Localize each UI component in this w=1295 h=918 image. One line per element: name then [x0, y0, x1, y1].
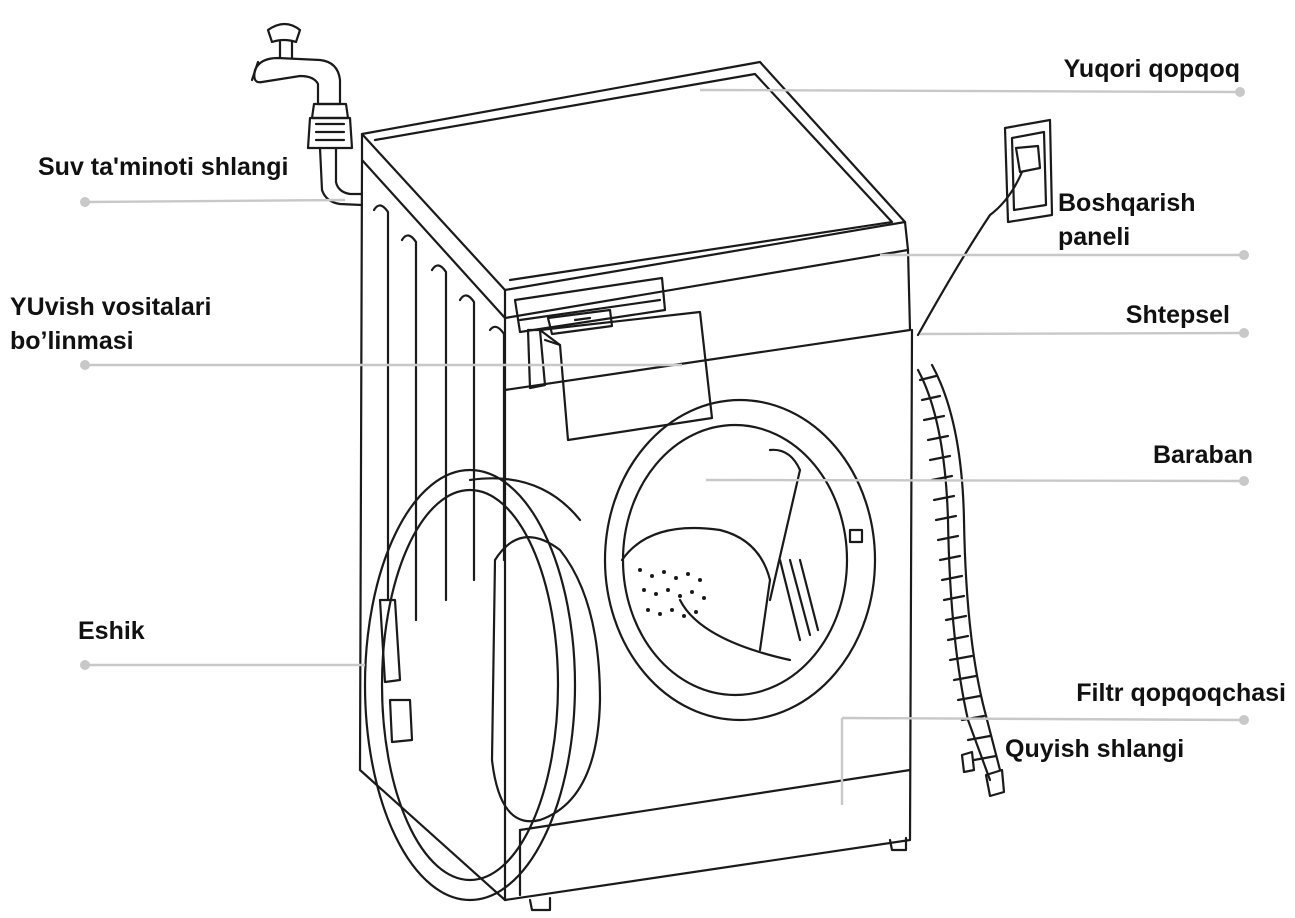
leader-detergent — [80, 360, 682, 370]
machine-side-body — [358, 158, 507, 902]
label-drum: Baraban — [1152, 441, 1253, 469]
label-plug: Shtepsel — [1125, 301, 1230, 329]
drain-hose — [916, 363, 1006, 798]
detergent-drawer — [526, 308, 714, 442]
door — [363, 468, 602, 902]
water-tap-icon — [250, 22, 364, 207]
leader-door — [80, 660, 365, 670]
leader-plug — [919, 328, 1249, 338]
leader-top-cover — [699, 87, 1245, 97]
top-cover — [360, 60, 910, 320]
machine-front — [503, 328, 914, 912]
label-drain-hose: Quyish shlangi — [1005, 735, 1185, 763]
label-filter-cover: Filtr qopqoqchasi — [1076, 679, 1286, 707]
drum-holes — [638, 568, 706, 618]
wall-socket-icon — [916, 118, 1054, 337]
label-door: Eshik — [78, 617, 145, 645]
drum — [603, 398, 877, 722]
label-top-cover: Yuqori qopqoq — [1063, 55, 1240, 83]
label-water-supply-hose: Suv ta'minoti shlangi — [38, 153, 289, 181]
leader-water-supply-hose — [80, 197, 346, 207]
leader-control-panel — [880, 250, 1249, 260]
leader-drum — [705, 476, 1249, 486]
leader-filter-cover — [840, 715, 1249, 805]
